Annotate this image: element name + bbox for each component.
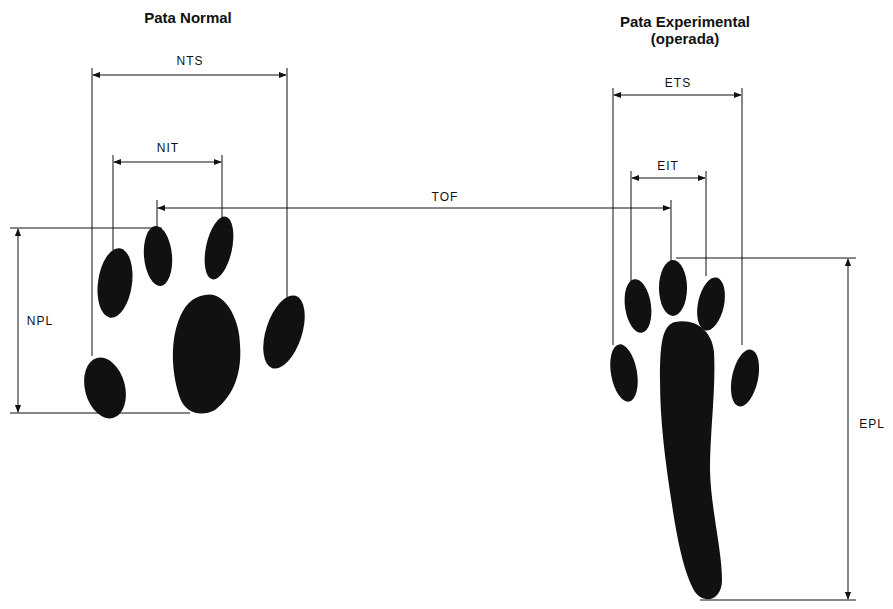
- dimension-label: EIT: [655, 160, 681, 174]
- paw-heading: Pata Normal: [111, 9, 265, 26]
- dimension-label: ETS: [663, 77, 693, 91]
- experimental-paw: [606, 260, 764, 599]
- dimension-lines: [18, 75, 848, 599]
- dimension-label: TOF: [430, 191, 461, 205]
- dimension-label: NPL: [25, 315, 55, 329]
- dimension-label: EPL: [857, 418, 887, 432]
- paw-heading: Pata Experimental (operada): [603, 13, 767, 48]
- extension-lines: [10, 68, 856, 600]
- dimension-label: NTS: [175, 55, 206, 69]
- dimension-label: NIT: [155, 142, 181, 156]
